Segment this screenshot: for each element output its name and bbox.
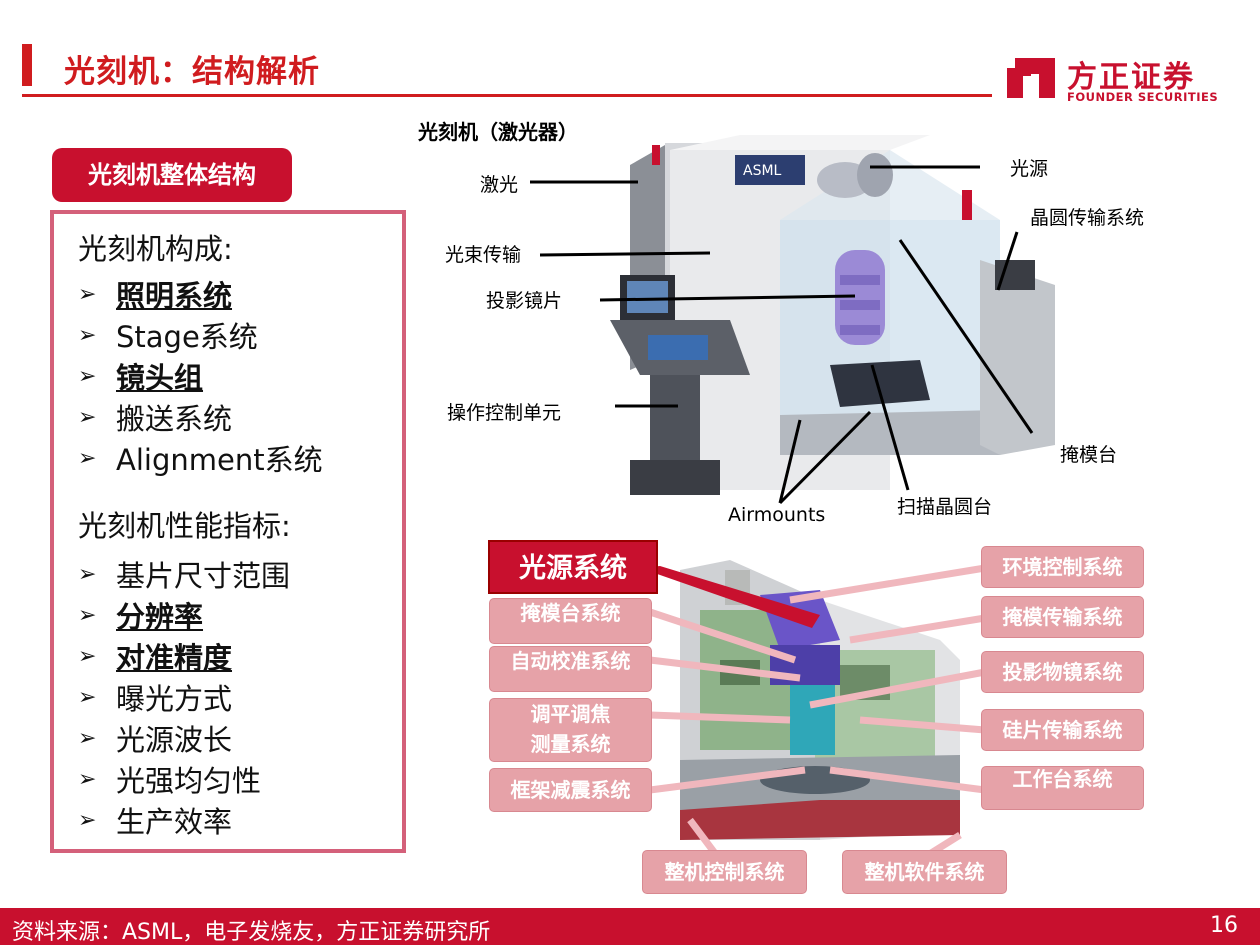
title-accent-bar [22,44,32,86]
composition-item: ➢ Stage系统 [78,314,258,356]
performance-item-text: 分辨率 [116,600,204,634]
performance-item-text: 曝光方式 [116,682,233,716]
overall-structure-header: 光刻机整体结构 [52,148,292,202]
pill-reticle-transfer-system: 掩模传输系统 [981,596,1144,638]
label-control-unit: 操作控制单元 [447,402,562,424]
arrow-bullet-icon: ➢ [78,363,97,389]
arrow-bullet-icon: ➢ [78,602,97,628]
performance-item: ➢ 对准精度 [78,635,232,677]
arrow-bullet-icon: ➢ [78,643,97,669]
label-beam-delivery: 光束传输 [445,244,522,266]
arrow-bullet-icon: ➢ [78,684,97,710]
arrow-bullet-icon: ➢ [78,445,97,471]
performance-item: ➢ 光源波长 [78,717,232,759]
arrow-bullet-icon: ➢ [78,561,97,587]
performance-item-text: 光源波长 [116,723,233,757]
title-divider [22,94,992,97]
composition-item: ➢ Alignment系统 [78,437,323,479]
pill-workstage-system: 工作台系统 [981,766,1144,810]
photo-title: 光刻机（激光器） [418,120,578,144]
pill-frame-damping-system: 框架减震系统 [489,768,652,812]
lithography-machine-illustration: ASML [610,135,1055,495]
performance-item-text: 基片尺寸范围 [116,559,291,593]
pill-machine-software-system: 整机软件系统 [842,850,1007,894]
label-projection-lens: 投影镜片 [486,290,563,312]
label-light-source: 光源 [1010,158,1049,180]
logo-english-name: FOUNDER SECURITIES [1067,90,1219,104]
composition-item-text: 搬送系统 [116,402,233,436]
label-scan-wafer-stage: 扫描晶圆台 [897,496,993,518]
performance-item: ➢ 光强均匀性 [78,758,261,800]
light-source-system-title: 光源系统 [488,540,658,594]
arrow-bullet-icon: ➢ [78,766,97,792]
composition-item-text: Stage系统 [116,320,258,354]
pill-wafer-transfer-system: 硅片传输系统 [981,709,1144,751]
arrow-bullet-icon: ➢ [78,281,97,307]
pill-environment-control-system: 环境控制系统 [981,546,1144,588]
footer-bar: 资料来源：ASML，电子发烧友，方正证券研究所 16 [0,908,1260,945]
label-reticle-stage: 掩模台 [1060,444,1118,466]
pill-leveling-focus-system: 调平调焦 测量系统 [489,698,652,762]
performance-item: ➢ 分辨率 [78,594,203,636]
performance-item-text: 对准精度 [116,641,233,675]
performance-item: ➢ 生产效率 [78,799,232,841]
performance-title: 光刻机性能指标: [78,509,291,543]
founder-logo-icon [1007,58,1055,98]
page-number: 16 [1210,913,1238,938]
logo-chinese-name: 方正证券 [1067,60,1195,95]
pill-machine-control-system: 整机控制系统 [642,850,807,894]
pill-projection-objective-system: 投影物镜系统 [981,651,1144,693]
label-wafer-transfer: 晶圆传输系统 [1030,207,1145,229]
label-airmounts: Airmounts [728,504,826,526]
composition-item-text: 镜头组 [116,361,204,395]
pill-reticle-stage-system: 掩模台系统 [489,598,652,644]
composition-title: 光刻机构成: [78,232,233,266]
composition-item-text: Alignment系统 [116,443,323,477]
arrow-bullet-icon: ➢ [78,725,97,751]
structure-list-box [50,210,406,853]
arrow-bullet-icon: ➢ [78,404,97,430]
performance-item: ➢ 曝光方式 [78,676,232,718]
pill-leveling-focus-line1: 调平调焦 [530,702,611,726]
performance-item-text: 光强均匀性 [116,764,262,798]
performance-item-text: 生产效率 [116,805,233,839]
company-logo: 方正证券 FOUNDER SECURITIES [1005,52,1245,104]
pill-auto-calibration-system: 自动校准系统 [489,646,652,692]
arrow-bullet-icon: ➢ [78,322,97,348]
performance-item: ➢ 基片尺寸范围 [78,553,290,595]
composition-item: ➢ 照明系统 [78,273,232,315]
footer-source: 资料来源：ASML，电子发烧友，方正证券研究所 [12,920,491,945]
label-laser: 激光 [480,174,519,196]
composition-item: ➢ 镜头组 [78,355,203,397]
asml-brand-text: ASML [743,163,782,179]
pill-leveling-focus-line2: 测量系统 [530,732,611,756]
composition-item: ➢ 搬送系统 [78,396,232,438]
arrow-bullet-icon: ➢ [78,807,97,833]
composition-item-text: 照明系统 [116,279,233,313]
page-title: 光刻机：结构解析 [64,54,320,90]
